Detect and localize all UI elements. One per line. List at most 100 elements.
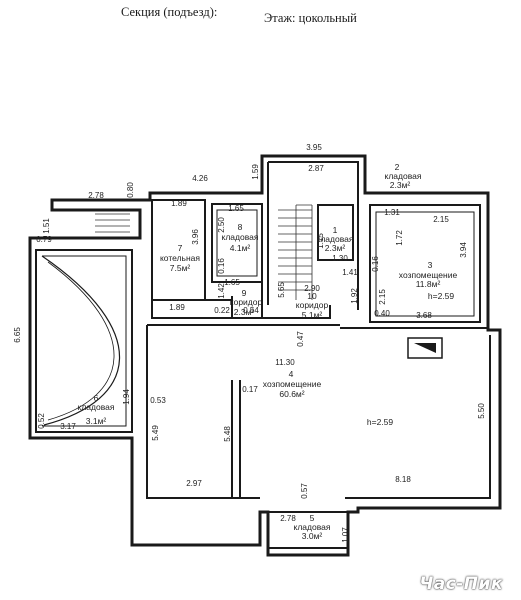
dim: 3.95 bbox=[306, 143, 322, 152]
room-2-num: 2 bbox=[395, 162, 400, 172]
dim: 0.22 bbox=[214, 306, 230, 315]
dim-labels-h: 3.95 2.87 4.26 2.78 1.89 1.65 0.79 1.31 … bbox=[36, 143, 449, 523]
dim: 3.96 bbox=[191, 229, 200, 245]
dim: 5.48 bbox=[223, 426, 232, 442]
dim: 2.50 bbox=[217, 217, 226, 233]
dim: 1.30 bbox=[332, 254, 348, 263]
room-5-num: 5 bbox=[310, 513, 315, 523]
entrance-stair bbox=[95, 213, 130, 233]
room-8-num: 8 bbox=[238, 222, 243, 232]
dim: 8.18 bbox=[395, 475, 411, 484]
room-2-name: кладовая bbox=[385, 171, 422, 181]
dim: 1.31 bbox=[384, 208, 400, 217]
room-labels: 1 кладовая 2.3м² 2 кладовая 2.3м² 3 хозп… bbox=[78, 162, 458, 541]
dim: 0.52 bbox=[37, 413, 46, 429]
dim: 5.50 bbox=[477, 403, 486, 419]
room-5-wall bbox=[267, 511, 349, 549]
room-8-name: кладовая bbox=[222, 232, 259, 242]
dim: 0.16 bbox=[217, 258, 226, 274]
dim: 1.72 bbox=[395, 230, 404, 246]
room-4-name: хозпомещение bbox=[263, 379, 322, 389]
room-4-area: 60.6м² bbox=[279, 389, 304, 399]
room-9-num: 9 bbox=[242, 288, 247, 298]
room-7-num: 7 bbox=[178, 243, 183, 253]
stair-treads bbox=[278, 204, 313, 300]
dim-labels-v: 0.80 1.59 1.51 2.50 3.96 0.16 1.42 1.72 … bbox=[13, 164, 486, 543]
inner-wall bbox=[146, 325, 491, 499]
room-8-area: 4.1м² bbox=[230, 243, 251, 253]
dim: 1.41 bbox=[342, 268, 358, 277]
room-1-num: 1 bbox=[333, 225, 338, 235]
dim: 2.87 bbox=[308, 164, 324, 173]
dim: 3.17 bbox=[60, 422, 76, 431]
dim: 2.78 bbox=[280, 514, 296, 523]
dim: 0.54 bbox=[243, 306, 259, 315]
stair-shaft bbox=[267, 161, 359, 310]
room-7-area: 7.5м² bbox=[170, 263, 191, 273]
boiler-icon bbox=[407, 337, 443, 359]
room-4-height: h=2.59 bbox=[367, 417, 394, 427]
dim: 0.80 bbox=[126, 182, 135, 198]
room-10-area: 5.1м² bbox=[302, 310, 323, 320]
room-10-num: 10 bbox=[307, 291, 317, 301]
room-5-area: 3.0м² bbox=[302, 531, 323, 541]
room-3-height: h=2.59 bbox=[428, 291, 455, 301]
room-6-name: кладовая bbox=[78, 402, 115, 412]
dim: 1.65 bbox=[228, 204, 244, 213]
curved-wall bbox=[41, 255, 121, 426]
dim: 5.65 bbox=[277, 282, 286, 298]
dim: 1.89 bbox=[169, 303, 185, 312]
dim: 4.26 bbox=[192, 174, 208, 183]
watermark: Час-Пик bbox=[419, 574, 503, 594]
room-9-area: 2.3м² bbox=[234, 307, 255, 317]
room-3-wall bbox=[369, 204, 481, 323]
dim: 1.15 bbox=[316, 233, 325, 249]
dim: 1.89 bbox=[171, 199, 187, 208]
curved-wall-2 bbox=[47, 261, 115, 421]
room-1-wall bbox=[317, 204, 354, 261]
room-10-name: коридор bbox=[296, 300, 329, 310]
room-7-name: котельная bbox=[160, 253, 200, 263]
section-label: Секция (подъезд): bbox=[121, 5, 218, 19]
room-6-num: 6 bbox=[94, 393, 99, 403]
walls bbox=[28, 154, 502, 557]
room-1-name: кладовая bbox=[317, 234, 354, 244]
dim: 0.40 bbox=[374, 309, 390, 318]
dim: 2.90 bbox=[304, 284, 320, 293]
dim: 2.78 bbox=[88, 191, 104, 200]
room-3-area: 11.8м² bbox=[416, 279, 441, 289]
room-2-area: 2.3м² bbox=[390, 180, 411, 190]
room-1-area: 2.3м² bbox=[325, 243, 346, 253]
dim: 3.68 bbox=[416, 311, 432, 320]
dim: 2.15 bbox=[378, 289, 387, 305]
corridor-wall bbox=[205, 282, 331, 319]
room-9-name: коридор bbox=[230, 297, 263, 307]
dim: 2.15 bbox=[433, 215, 449, 224]
dim: 0.57 bbox=[300, 483, 309, 499]
dim: 1.92 bbox=[350, 288, 359, 304]
dim: 1.51 bbox=[42, 218, 51, 234]
dim: 0.53 bbox=[150, 396, 166, 405]
dim: 6.65 bbox=[13, 327, 22, 343]
room-3-inner bbox=[375, 211, 475, 317]
dim: 1.07 bbox=[341, 527, 350, 543]
room-4-num: 4 bbox=[289, 369, 294, 379]
room-5-name: кладовая bbox=[294, 522, 331, 532]
stair-rail bbox=[295, 204, 313, 300]
room-8-inner bbox=[216, 209, 258, 277]
room-6-area: 3.1м² bbox=[86, 416, 107, 426]
dim: 1.42 bbox=[217, 283, 226, 299]
dim: 0.79 bbox=[36, 235, 52, 244]
floor-label: Этаж: цокольный bbox=[264, 11, 357, 25]
dim: 2.97 bbox=[186, 479, 202, 488]
dim: 0.47 bbox=[296, 331, 305, 347]
dim: 0.17 bbox=[242, 385, 258, 394]
dim: 3.94 bbox=[459, 242, 468, 258]
room-6-inner bbox=[42, 255, 127, 427]
dim: 11.30 bbox=[275, 358, 295, 367]
dim: 0.16 bbox=[371, 256, 380, 272]
dim: 1.59 bbox=[251, 164, 260, 180]
dim: 5.49 bbox=[151, 425, 160, 441]
partition-4a bbox=[231, 380, 241, 498]
